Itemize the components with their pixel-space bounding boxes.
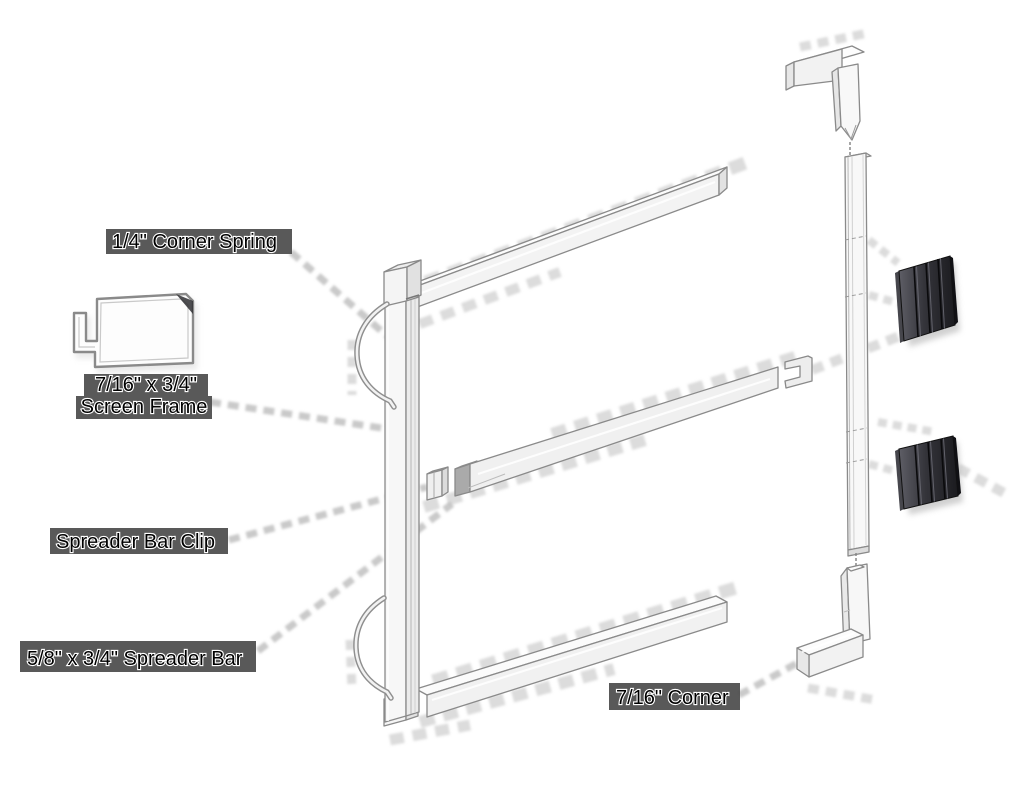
dark-clip-bottom: [895, 435, 963, 515]
spreader-bar-clip-part: [426, 466, 449, 501]
dark-clip-top: [895, 255, 960, 347]
bottom-corner-key: [796, 553, 871, 678]
label-screen-frame-name-text: Screen Frame: [81, 396, 208, 418]
spreader-bar: [454, 366, 779, 497]
label-screen-frame-size-text: 7/16" x 3/4": [95, 374, 197, 396]
leader-spreader-bar: [255, 501, 455, 654]
label-corner: 7/16" Corner: [609, 683, 740, 710]
leader-screen-frame: [209, 398, 402, 435]
label-corner-text: 7/16" Corner: [616, 687, 729, 709]
corner-spring-bottom: [353, 595, 394, 701]
screen-frame-profile-part: [72, 292, 198, 374]
label-spreader-bar-text: 5/8" x 3/4" Spreader Bar: [27, 648, 243, 670]
left-rail: [383, 259, 422, 723]
label-spreader-bar-clip: Spreader Bar Clip: [50, 528, 228, 554]
top-rail: [411, 166, 728, 310]
top-corner-key: [785, 45, 865, 155]
label-corner-spring-text: 1/4" Corner Spring: [112, 231, 277, 253]
screen-frame-assembly: [353, 166, 813, 727]
label-corner-spring: 1/4" Corner Spring: [106, 229, 292, 254]
corner-spring-top: [354, 301, 397, 410]
leader-corner-spring: [288, 249, 390, 339]
leader-corner: [737, 657, 803, 699]
spreader-bar-end-clip: [784, 355, 813, 389]
right-rail: [844, 152, 872, 557]
label-spreader-bar: 5/8" x 3/4" Spreader Bar: [20, 641, 256, 672]
label-spreader-bar-clip-text: Spreader Bar Clip: [56, 531, 215, 553]
profile-dark-corner: [176, 294, 193, 314]
label-screen-frame: 7/16" x 3/4" Screen Frame: [76, 373, 212, 419]
